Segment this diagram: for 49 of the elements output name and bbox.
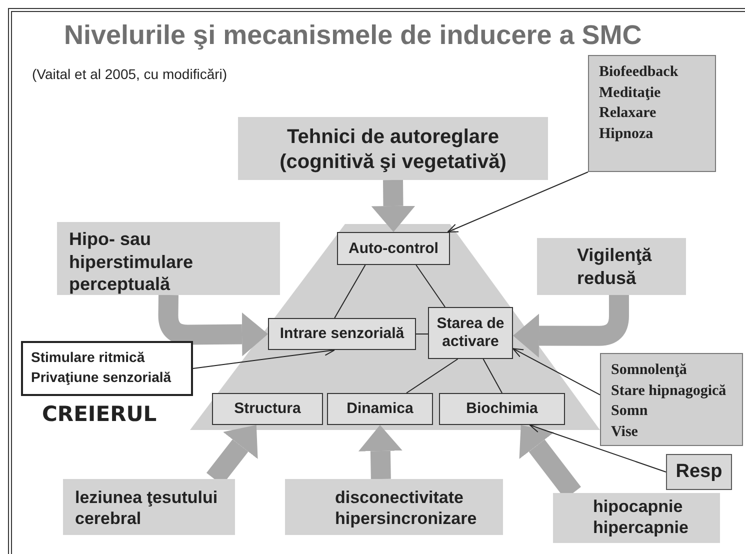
label-box: Starea de activare — [428, 307, 513, 359]
title: Nivelurile şi mecanismele de inducere a SMC — [64, 20, 642, 51]
leader-line — [447, 172, 588, 232]
label-box: Intrare senzorială — [268, 318, 416, 350]
text-box — [285, 479, 503, 535]
box-text: Privaţiune senzorială — [31, 368, 172, 387]
label-box: Biochimia — [439, 393, 565, 425]
leader-line — [512, 348, 600, 396]
box-text: Biofeedback — [599, 63, 680, 82]
label-box: Auto-control — [337, 232, 450, 265]
connector-line — [416, 264, 446, 308]
box-text: Meditaţie — [599, 84, 662, 103]
box-text: leziunea ţesutului cerebral — [75, 487, 219, 530]
text-box — [553, 493, 720, 543]
box-text: Vise — [611, 423, 639, 442]
label-box: Dinamica — [327, 393, 433, 425]
box-text: Stimulare ritmică — [31, 348, 146, 367]
text-box — [63, 479, 235, 535]
block-arrow — [513, 295, 629, 358]
box-text: Relaxare — [599, 104, 658, 124]
box-text: Stare hipnagogică — [611, 382, 728, 401]
connector-line — [406, 358, 458, 394]
box-text: Tehnici de autoreglare (cognitivă şi vegetativă) — [278, 125, 508, 175]
list-box — [600, 353, 743, 446]
connector-line — [416, 334, 428, 335]
callout-box — [21, 341, 193, 396]
block-arrow — [358, 425, 402, 480]
box-text: hipersincronizare — [335, 508, 478, 530]
label-box: Structura — [212, 393, 323, 425]
box-text: Hipnoza — [599, 125, 654, 144]
box-text: Vigilenţă redusă — [577, 244, 653, 289]
label-box: Resp — [666, 454, 732, 490]
source-note: (Vaital et al 2005, cu modificări) — [32, 66, 228, 82]
connector-line — [482, 358, 502, 394]
box-text: Somnolenţă — [611, 361, 688, 380]
block-arrow — [158, 294, 268, 356]
text-box — [238, 117, 548, 180]
text-box — [537, 238, 686, 295]
text-box — [57, 222, 280, 295]
box-text: hipocapnie — [593, 496, 684, 518]
box-text: Somn — [611, 402, 649, 422]
box-text: Hipo- sau hiperstimulare perceptuală — [69, 228, 194, 296]
box-text: disconectivitate — [335, 487, 464, 508]
region-label: CREIERUL — [42, 402, 157, 426]
list-box — [588, 55, 716, 172]
block-arrow — [371, 180, 416, 232]
leader-line — [529, 424, 666, 472]
box-text: hipercapnie — [593, 517, 690, 538]
connector-line — [334, 264, 366, 318]
